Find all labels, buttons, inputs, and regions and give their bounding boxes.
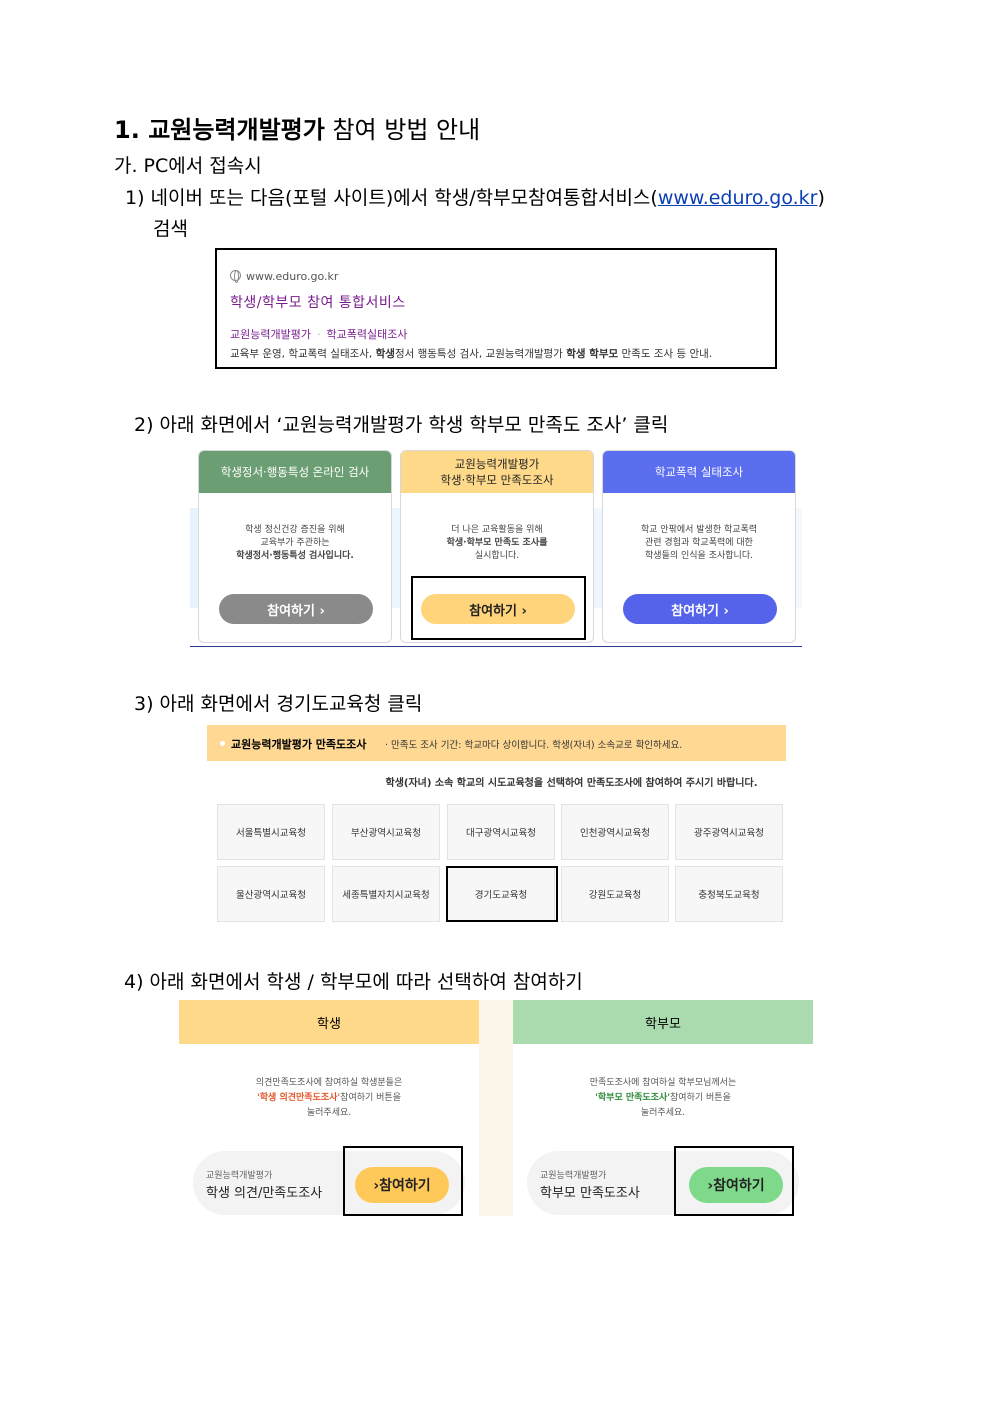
desc-line: 눌러주세요. <box>306 1108 352 1118</box>
desc-line: 관련 경험과 학교폭력에 대한 <box>645 538 753 548</box>
service-cards: 학생정서·행동특성 온라인 검사 학생 정신건강 증진을 위해 교육부가 주관하… <box>190 450 802 648</box>
parent-panel-desc: 만족도조사에 참여하실 학부모님께서는 '학부모 만족도조사'참여하기 버튼을 … <box>513 1076 813 1121</box>
desc-line: 학생·학부모 만족도 조사를 <box>446 538 548 548</box>
desc-line: 더 나은 교육활동을 위해 <box>451 525 543 535</box>
card-violence-desc: 학교 안팎에서 발생한 학교폭력 관련 경험과 학교폭력에 대한 학생들의 인식… <box>603 524 795 563</box>
step-3-text: 3) 아래 화면에서 경기도교육청 클릭 <box>134 693 423 715</box>
emotion-join-button[interactable]: 참여하기 › <box>219 594 373 624</box>
search-result-url: www.eduro.go.kr <box>230 270 338 283</box>
desc-bold: 학생 <box>375 348 395 360</box>
desc-rest: 참여하기 버튼을 <box>670 1093 731 1103</box>
office-incheon[interactable]: 인천광역시교육청 <box>561 804 669 860</box>
title-rest: 참여 방법 안내 <box>324 116 481 144</box>
card-emotion-desc: 학생 정신건강 증진을 위해 교육부가 주관하는 학생정서·행동특성 검사입니다… <box>199 524 391 563</box>
title-bold: 교원능력개발평가 <box>148 116 325 144</box>
parent-action-pill: 교원능력개발평가 학부모 만족도조사 ›참여하기 <box>527 1151 799 1215</box>
sitelink-school-violence[interactable]: 학교폭력실태조사 <box>326 328 408 341</box>
office-ulsan[interactable]: 울산광역시교육청 <box>217 866 325 922</box>
office-seoul[interactable]: 서울특별시교육청 <box>217 804 325 860</box>
cards-underline <box>190 646 802 647</box>
sitelink-separator: · <box>316 328 321 341</box>
office-chungbuk[interactable]: 충청북도교육청 <box>675 866 783 922</box>
card-violence-header: 학교폭력 실태조사 <box>603 451 795 493</box>
parent-join-button[interactable]: ›참여하기 <box>689 1167 783 1203</box>
desc-highlight: '학생 의견만족도조사' <box>257 1093 341 1103</box>
region-instruction: 학생(자녀) 소속 학교의 시도교육청을 선택하여 만족도조사에 참여하여 주시… <box>385 778 758 789</box>
search-result-title[interactable]: 학생/학부모 참여 통합서비스 <box>230 295 406 311</box>
step-2-text: 2) 아래 화면에서 ‘교원능력개발평가 학생 학부모 만족도 조사’ 클릭 <box>134 414 669 436</box>
pill-title: 학생 의견/만족도조사 <box>206 1186 323 1201</box>
desc-line: 학생정서·행동특성 검사입니다. <box>236 551 354 561</box>
desc-line: 눌러주세요. <box>640 1108 686 1118</box>
office-sejong[interactable]: 세종특별자치시교육청 <box>332 866 440 922</box>
region-panel-subtitle: · 만족도 조사 기간: 학교마다 상이합니다. 학생(자녀) 소속교로 확인하… <box>385 740 683 751</box>
pill-caption: 교원능력개발평가 <box>540 1171 607 1181</box>
card-satisfaction-survey: 교원능력개발평가 학생·학부모 만족도조사 더 나은 교육활동을 위해 학생·학… <box>400 450 594 643</box>
step-1-suffix: ) <box>817 187 825 209</box>
card-title: 학생정서·행동특성 온라인 검사 <box>220 465 370 479</box>
highlight-box-parent <box>674 1146 794 1216</box>
desc-line: '학생 의견만족도조사'참여하기 버튼을 <box>179 1091 479 1106</box>
desc-line: 학생들의 인식을 조사합니다. <box>645 551 753 561</box>
bullet-dot <box>220 741 225 746</box>
desc-rest: 참여하기 버튼을 <box>340 1093 401 1103</box>
card-emotion-header: 학생정서·행동특성 온라인 검사 <box>199 451 391 493</box>
student-panel: 학생 의견만족도조사에 참여하실 학생분들은 '학생 의견만족도조사'참여하기 … <box>179 1000 479 1216</box>
search-result-links: 교원능력개발평가 · 학교폭력실태조사 <box>230 326 407 342</box>
office-gwangju[interactable]: 광주광역시교육청 <box>675 804 783 860</box>
step-1-prefix: 1) 네이버 또는 다음(포털 사이트)에서 학생/학부모참여통합서비스( <box>125 187 658 209</box>
region-panel: 교원능력개발평가 만족도조사 · 만족도 조사 기간: 학교마다 상이합니다. … <box>207 725 786 925</box>
sitelink-teacher-eval[interactable]: 교원능력개발평가 <box>230 328 311 341</box>
role-divider <box>479 1000 513 1216</box>
highlight-box-gyeonggi <box>446 866 558 922</box>
region-panel-title: 교원능력개발평가 만족도조사 <box>231 738 367 751</box>
search-result-desc: 교육부 운영, 학교폭력 실태조사, 학생정서 행동특성 검사, 교원능력개발평… <box>230 346 712 361</box>
office-daegu[interactable]: 대구광역시교육청 <box>447 804 555 860</box>
desc-bold: 학생 학부모 <box>566 348 619 360</box>
step-1-line2: 검색 <box>153 218 188 240</box>
card-satisfaction-header: 교원능력개발평가 학생·학부모 만족도조사 <box>401 451 593 493</box>
page-title: 1. 교원능력개발평가 참여 방법 안내 <box>114 110 480 145</box>
parent-panel-header: 학부모 <box>513 1000 813 1044</box>
card-satisfaction-desc: 더 나은 교육활동을 위해 학생·학부모 만족도 조사를 실시합니다. <box>401 524 593 563</box>
student-panel-header: 학생 <box>179 1000 479 1044</box>
student-panel-desc: 의견만족도조사에 참여하실 학생분들은 '학생 의견만족도조사'참여하기 버튼을… <box>179 1076 479 1121</box>
region-panel-bar: 교원능력개발평가 만족도조사 · 만족도 조사 기간: 학교마다 상이합니다. … <box>207 725 786 761</box>
office-busan[interactable]: 부산광역시교육청 <box>332 804 440 860</box>
step-4-text: 4) 아래 화면에서 학생 / 학부모에 따라 선택하여 참여하기 <box>124 971 583 993</box>
url-text: www.eduro.go.kr <box>246 270 339 283</box>
satisfaction-join-button[interactable]: 참여하기 › <box>421 594 575 624</box>
card-title: 교원능력개발평가 <box>454 457 540 471</box>
desc-line: 의견만족도조사에 참여하실 학생분들은 <box>255 1078 403 1088</box>
step-1-text: 1) 네이버 또는 다음(포털 사이트)에서 학생/학부모참여통합서비스(www… <box>125 183 825 210</box>
desc-part: 정서 행동특성 검사, 교원능력개발평가 <box>394 348 567 360</box>
student-action-pill: 교원능력개발평가 학생 의견/만족도조사 ›참여하기 <box>193 1151 465 1215</box>
card-title: 학교폭력 실태조사 <box>654 465 744 479</box>
desc-line: 학생 정신건강 증진을 위해 <box>245 525 345 535</box>
desc-part: 만족도 조사 등 안내. <box>618 348 713 360</box>
pill-caption: 교원능력개발평가 <box>206 1171 273 1181</box>
desc-part: 교육부 운영, 학교폭력 실태조사, <box>230 348 376 360</box>
desc-line: 교육부가 주관하는 <box>260 538 330 548</box>
globe-icon <box>230 270 241 283</box>
violence-join-button[interactable]: 참여하기 › <box>623 594 777 624</box>
desc-highlight: '학부모 만족도조사' <box>595 1093 671 1103</box>
desc-line: '학부모 만족도조사'참여하기 버튼을 <box>513 1091 813 1106</box>
desc-line: 학교 안팎에서 발생한 학교폭력 <box>640 525 758 535</box>
pill-title: 학부모 만족도조사 <box>540 1186 640 1201</box>
highlight-box-student <box>343 1146 463 1216</box>
eduro-link[interactable]: www.eduro.go.kr <box>657 187 818 209</box>
search-result-box: www.eduro.go.kr 학생/학부모 참여 통합서비스 교원능력개발평가… <box>215 248 777 369</box>
title-number: 1. <box>114 116 140 144</box>
highlight-box-satisfaction <box>411 576 586 640</box>
student-join-button[interactable]: ›참여하기 <box>355 1167 449 1203</box>
card-emotion-test: 학생정서·행동특성 온라인 검사 학생 정신건강 증진을 위해 교육부가 주관하… <box>198 450 392 643</box>
card-school-violence: 학교폭력 실태조사 학교 안팎에서 발생한 학교폭력 관련 경험과 학교폭력에 … <box>602 450 796 643</box>
parent-panel: 학부모 만족도조사에 참여하실 학부모님께서는 '학부모 만족도조사'참여하기 … <box>513 1000 813 1216</box>
desc-line: 실시합니다. <box>474 551 520 561</box>
card-title-line2: 학생·학부모 만족도조사 <box>440 473 554 487</box>
section-subheading: 가. PC에서 접속시 <box>114 155 262 177</box>
office-gangwon[interactable]: 강원도교육청 <box>561 866 669 922</box>
desc-line: 만족도조사에 참여하실 학부모님께서는 <box>589 1078 737 1088</box>
